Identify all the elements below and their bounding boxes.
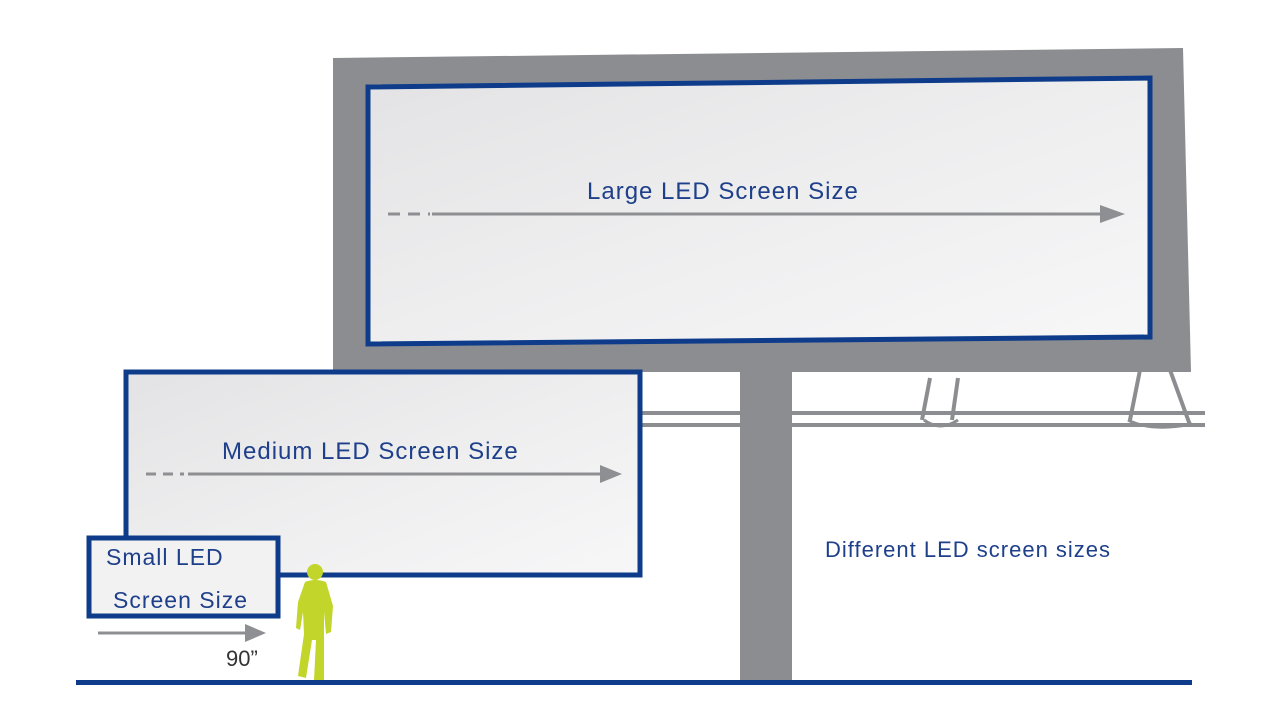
person-silhouette-icon bbox=[296, 564, 333, 680]
small-screen-dimension: 90” bbox=[226, 646, 258, 671]
small-screen bbox=[86, 535, 281, 619]
diagram-caption: Different LED screen sizes bbox=[825, 537, 1112, 562]
large-screen bbox=[365, 75, 1153, 347]
ground-line bbox=[76, 680, 1192, 685]
large-screen-arrow bbox=[388, 205, 1125, 223]
billboard-pole bbox=[740, 368, 792, 680]
large-screen-label: Large LED Screen Size bbox=[587, 178, 859, 205]
small-screen-label-line2: Screen Size bbox=[113, 587, 249, 613]
medium-screen-label: Medium LED Screen Size bbox=[222, 438, 519, 465]
small-screen-label-line1: Small LED bbox=[106, 544, 224, 570]
small-screen-arrow bbox=[98, 624, 266, 642]
medium-screen-arrow bbox=[146, 465, 622, 483]
billboard-support-structure bbox=[640, 368, 1205, 680]
